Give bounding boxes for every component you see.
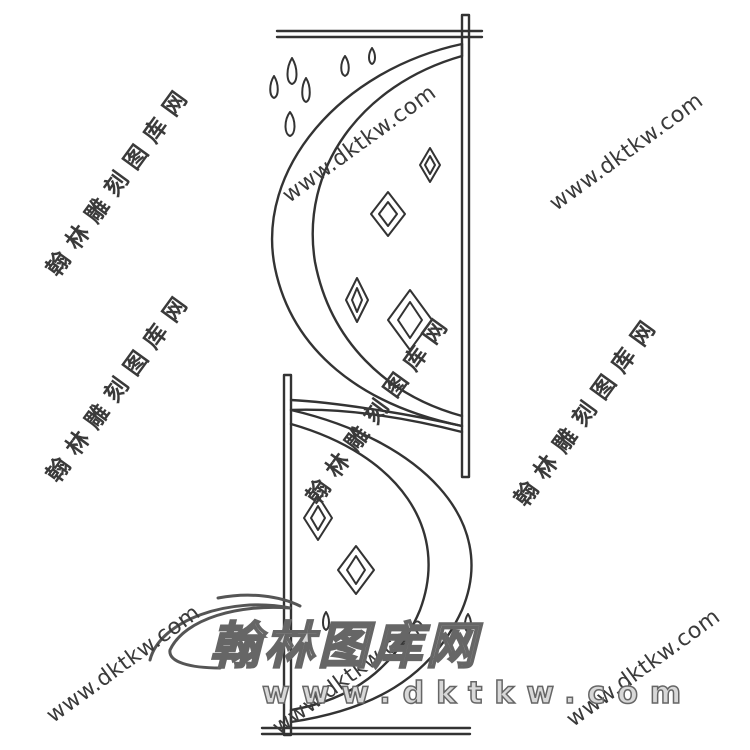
logo-subtitle: www.dktkw.com: [261, 675, 694, 712]
diamond-shapes: [303, 147, 441, 595]
logo-swoosh-icon: [148, 593, 302, 670]
upper-crescent: [270, 42, 464, 428]
middle-connector: [289, 398, 464, 434]
top-bar: [275, 29, 484, 39]
logo-title: 翰林图库网: [209, 616, 480, 676]
right-post: [460, 13, 471, 479]
bottom-bar: [260, 726, 472, 736]
droplet-shapes: [269, 47, 472, 633]
lower-crescent: [289, 408, 473, 724]
